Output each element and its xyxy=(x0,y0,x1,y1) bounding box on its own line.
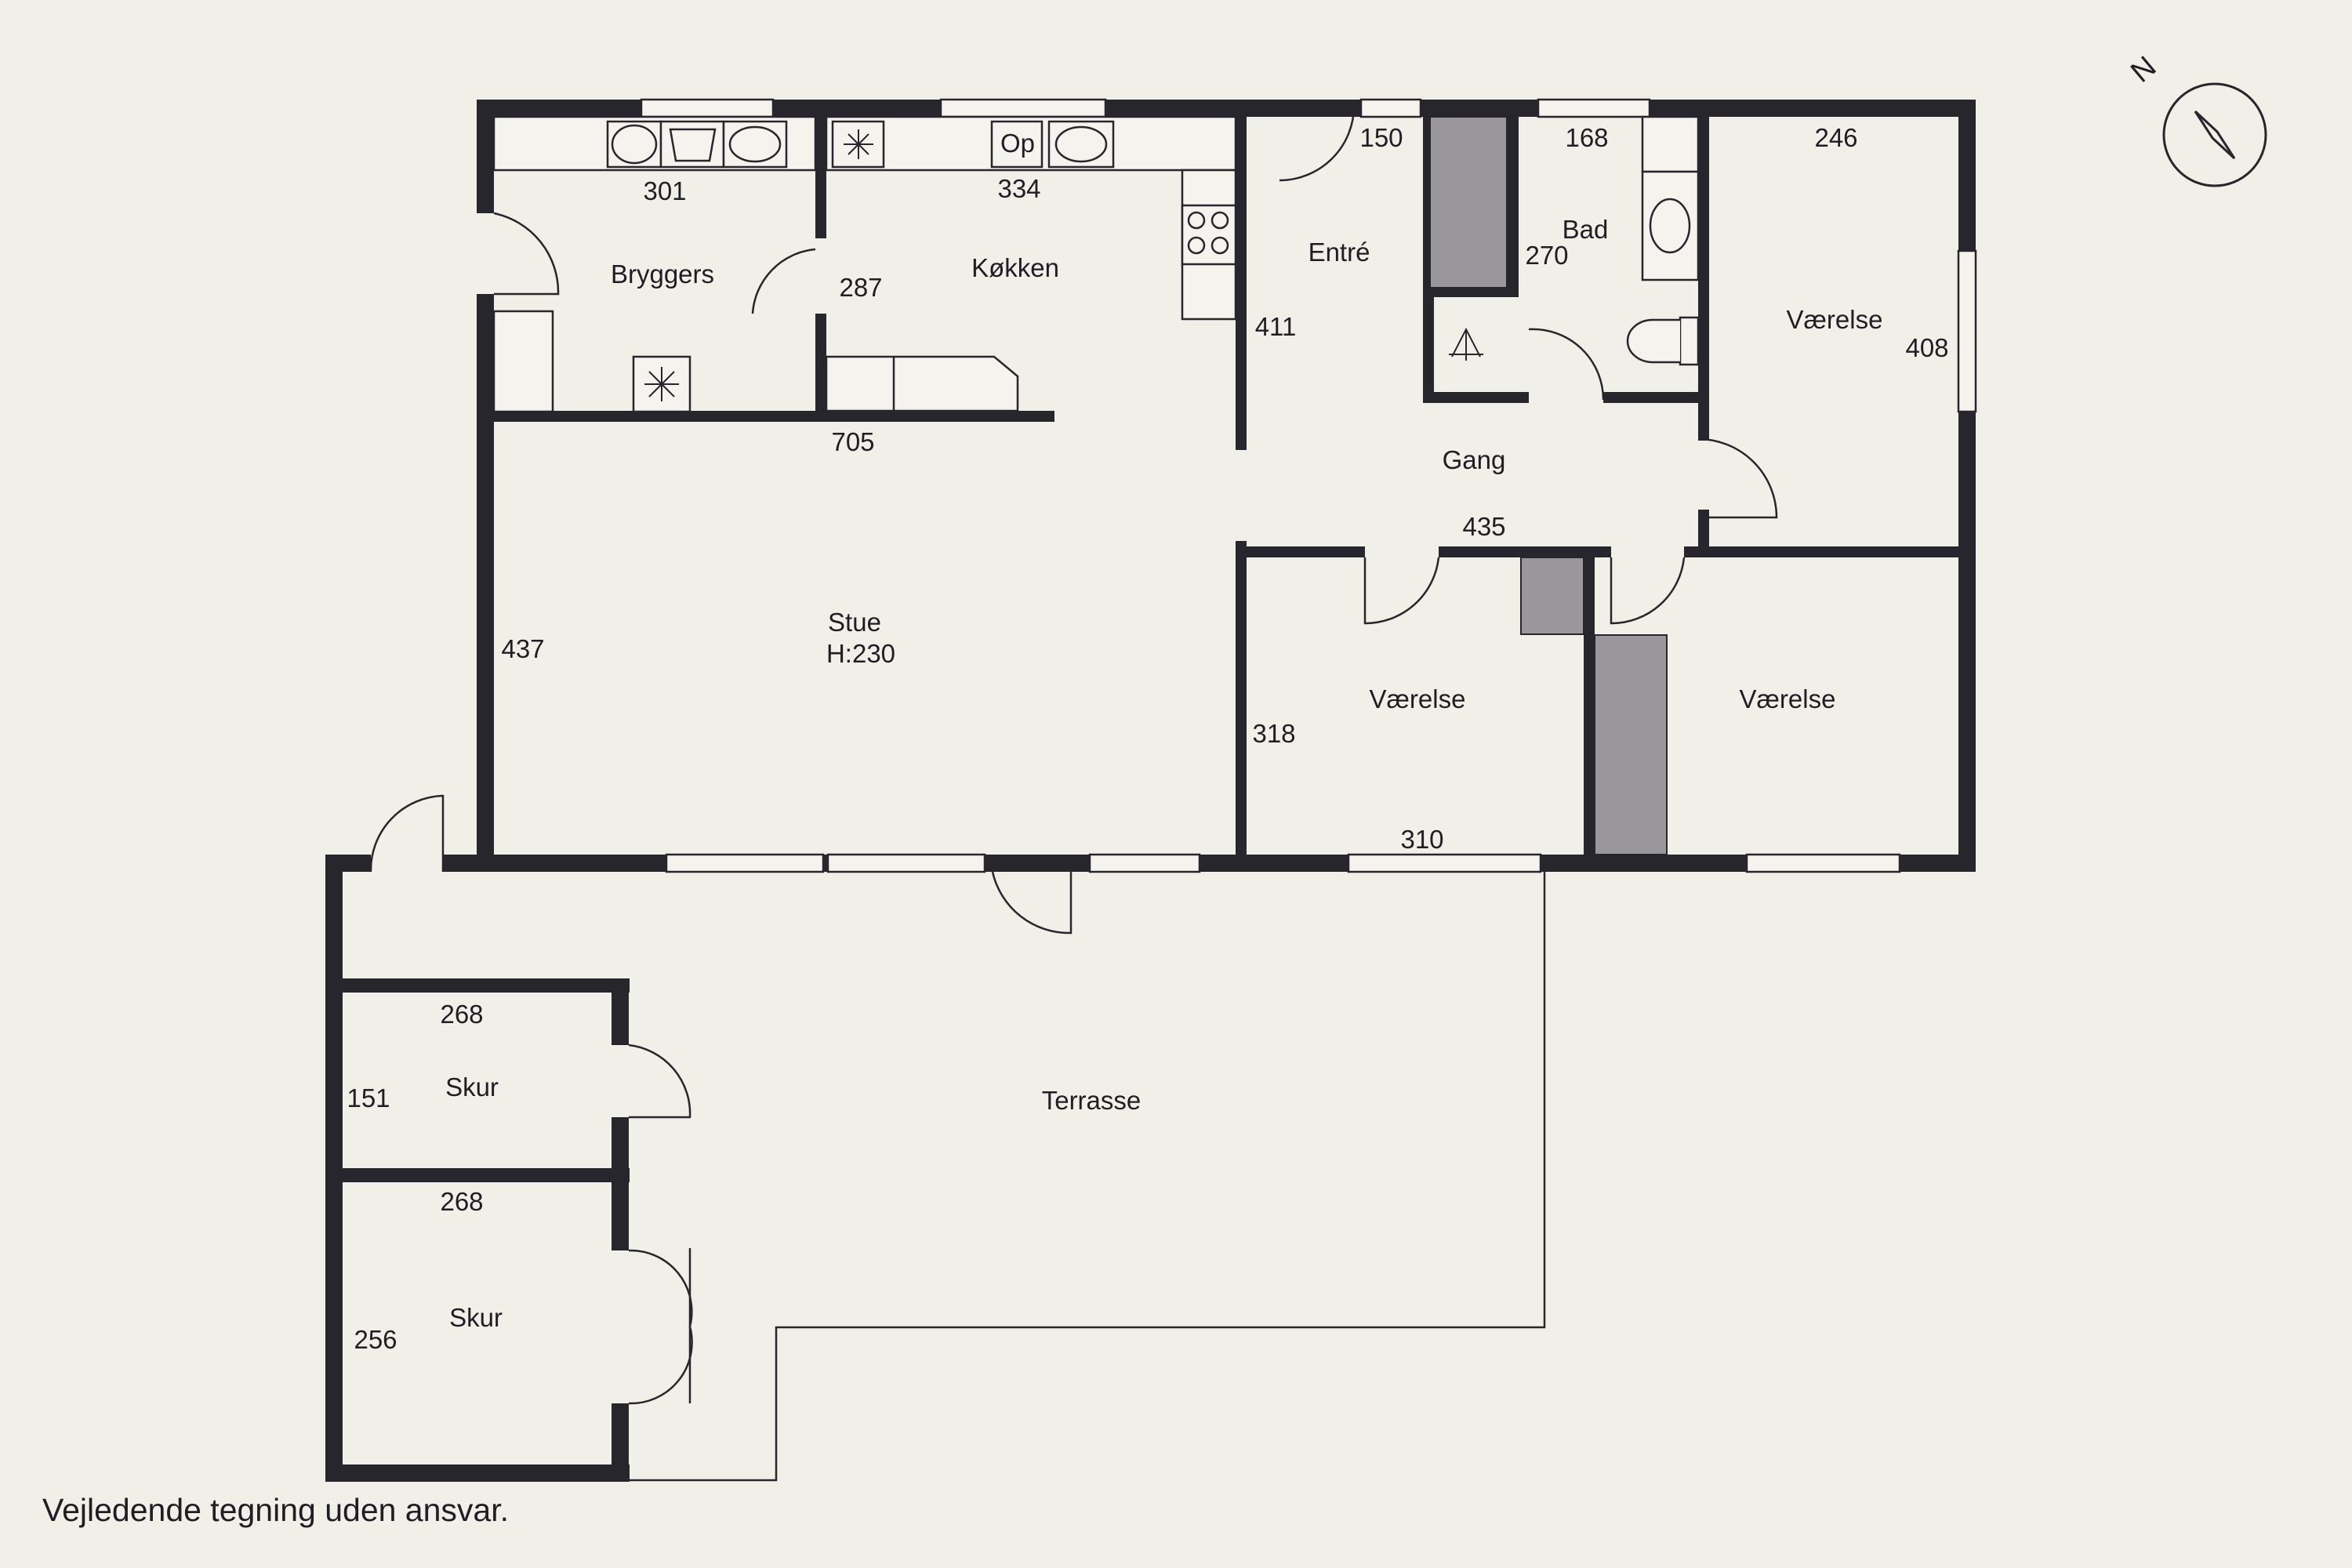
room-label-terrasse: Terrasse xyxy=(1042,1086,1142,1115)
room-label-vaerelse-s1: Værelse xyxy=(1370,684,1466,713)
chimneys xyxy=(1429,116,1668,855)
dimension-gang-width: 435 xyxy=(1462,512,1505,541)
room-labels: Bryggers Køkken Op Entré Bad Værelse Gan… xyxy=(445,129,1882,1332)
room-label-skur-1: Skur xyxy=(445,1073,499,1102)
wardrobe-icon xyxy=(1449,327,1483,361)
room-label-vaerelse-ne: Værelse xyxy=(1787,305,1883,334)
dimension-koekken-depth: 287 xyxy=(839,273,882,302)
walls xyxy=(325,100,1976,1482)
dimension-labels: 301 334 287 705 437 150 411 168 270 246 … xyxy=(347,123,1948,1354)
room-label-stue: Stue xyxy=(828,608,881,637)
dimension-skur-1-width: 268 xyxy=(440,1000,483,1029)
room-label-stue-height: H:230 xyxy=(826,639,895,668)
dimension-stue-width: 705 xyxy=(831,427,874,456)
windows xyxy=(640,98,1977,873)
dimension-bad-depth: 270 xyxy=(1525,241,1568,270)
disclaimer-text: Vejledende tegning uden ansvar. xyxy=(42,1492,510,1528)
room-label-skur-2: Skur xyxy=(449,1303,503,1332)
dimension-vaerelse-ne-depth: 408 xyxy=(1905,333,1948,362)
room-label-bad: Bad xyxy=(1563,215,1609,244)
room-label-gang: Gang xyxy=(1443,445,1506,474)
compass-icon: N xyxy=(2125,50,2267,187)
dimension-bad-width: 168 xyxy=(1565,123,1608,152)
snowflake-icon xyxy=(844,129,873,159)
doors xyxy=(369,105,1778,1405)
room-label-entre: Entré xyxy=(1308,238,1370,267)
dimension-skur-2-width: 268 xyxy=(440,1187,483,1216)
dimension-entre-width: 150 xyxy=(1359,123,1403,152)
dimension-stue-depth: 437 xyxy=(501,634,544,663)
snowflake-icon xyxy=(644,367,679,401)
room-label-op: Op xyxy=(1000,129,1035,158)
fixtures xyxy=(492,115,1700,413)
dimension-bryggers-width: 301 xyxy=(643,176,686,205)
room-label-vaerelse-s2: Værelse xyxy=(1740,684,1836,713)
dimension-vaerelse-ne-width: 246 xyxy=(1814,123,1857,152)
dimension-vaerelse-s1-width: 310 xyxy=(1400,825,1443,854)
dimension-skur-1-depth: 151 xyxy=(347,1083,390,1112)
terrace-outline xyxy=(627,870,1546,1482)
compass-north-label: N xyxy=(2125,50,2162,89)
dimension-skur-2-depth: 256 xyxy=(354,1325,397,1354)
dimension-entre-depth: 411 xyxy=(1255,312,1297,341)
dimension-vaerelse-s1-depth: 318 xyxy=(1252,719,1295,748)
room-label-bryggers: Bryggers xyxy=(611,260,714,289)
dimension-koekken-width: 334 xyxy=(997,174,1040,203)
room-label-koekken: Køkken xyxy=(971,253,1059,282)
